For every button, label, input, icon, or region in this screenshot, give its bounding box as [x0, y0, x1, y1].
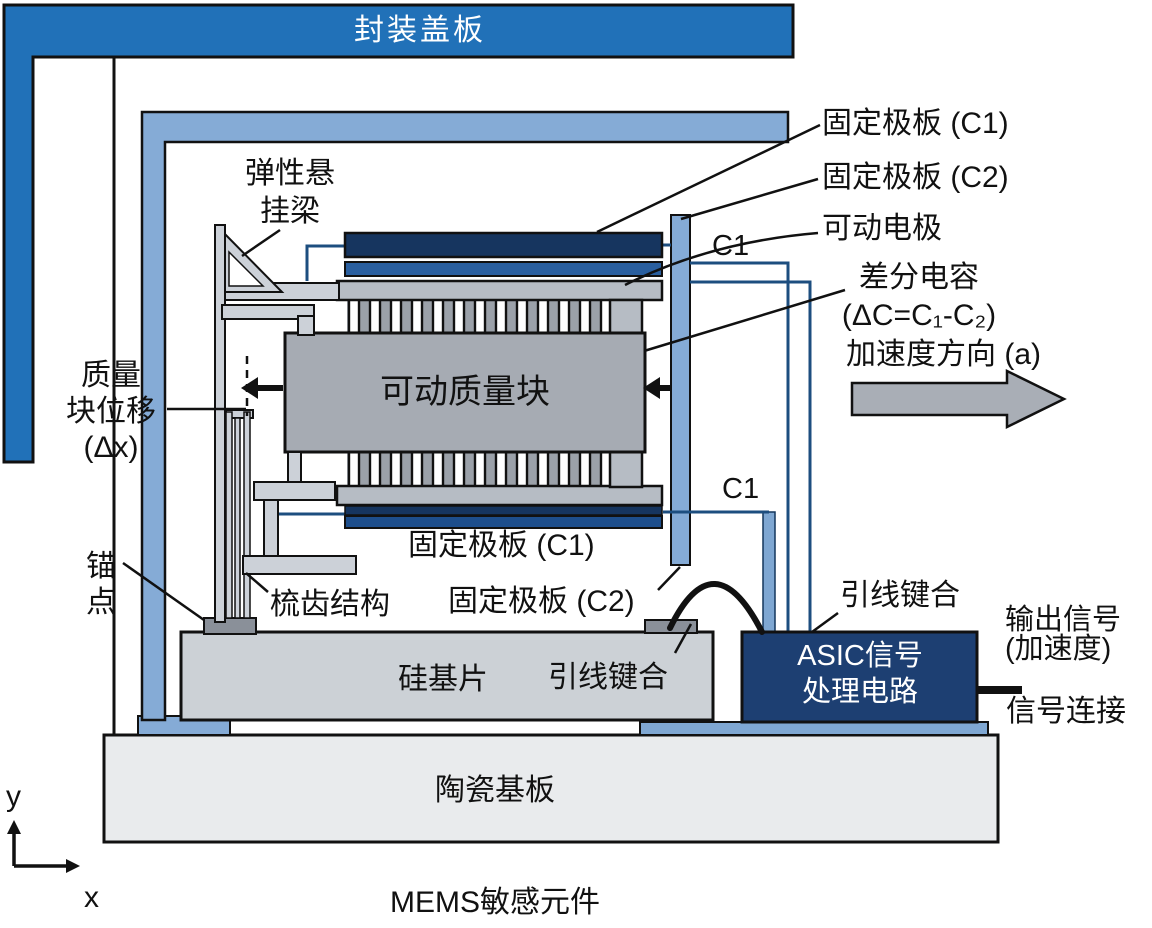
mass-link-beam-4: [242, 555, 357, 575]
movable-electrode-label: 可动电极: [822, 212, 942, 245]
package-cover-plate: [2, 3, 795, 464]
proof-mass-label: 可动质量块: [380, 373, 550, 411]
fixed-plate-c1-bottom-label: 固定极板 (C1): [408, 529, 595, 562]
asic-attach-strip: [639, 721, 989, 736]
silicon-substrate-label: 硅基片: [398, 663, 488, 696]
leader-wirebond-right: [811, 611, 839, 634]
differential-cap-label: 差分电容 (ΔC=C₁-C₂): [841, 261, 997, 332]
fixed-plate-c2-top-label: 固定极板 (C2): [822, 161, 1009, 194]
silicon-substrate: [179, 630, 715, 722]
mass-link-beam-2: [253, 481, 336, 501]
wirebond-left-label: 引线键合: [548, 661, 668, 694]
fixed-plate-c2-bottom: [344, 505, 663, 516]
leader-lines: [122, 123, 846, 654]
x-axis-label: x: [84, 881, 99, 914]
spring-flag-notch: [228, 250, 265, 287]
mass-link-beam-3: [263, 499, 279, 559]
ceramic-substrate-label: 陶瓷基板: [435, 774, 555, 807]
fixed-plate-c1-top: [343, 231, 664, 259]
leader-spring: [241, 228, 281, 258]
movable-electrode-rail-top: [335, 279, 664, 302]
leader-wirebond-left: [673, 623, 693, 654]
ceramic-substrate: [102, 733, 1000, 844]
comb-fingers-bottom: [347, 452, 607, 487]
output-signal-label: 输出信号 (加速度): [1005, 604, 1122, 665]
mass-displacement-label: 质量 块位移 (Δx): [66, 359, 156, 464]
y-axis-label: y: [6, 780, 21, 813]
leader-diff-cap: [643, 288, 846, 353]
leader-movable-electrode: [624, 231, 819, 287]
rail-post-top: [608, 298, 644, 337]
x-axis-arrowhead: [66, 859, 80, 873]
leader-fixed-c2-bottom: [657, 566, 681, 591]
spring-label: 弹性悬 挂梁: [245, 157, 335, 228]
leader-comb: [245, 572, 269, 593]
coordinate-axes: [7, 820, 80, 873]
anchor-block: [203, 617, 257, 635]
spring-second-bar: [221, 304, 315, 320]
wire-c2-to-asic: [690, 280, 812, 632]
comb-fingers-top: [347, 299, 607, 334]
right-arrow-head: [643, 377, 660, 399]
movable-electrode-rail-bottom: [335, 484, 664, 507]
wire-top-left-loop: [305, 244, 345, 281]
comb-label: 梳齿结构: [270, 588, 390, 621]
bond-wire-arc: [667, 581, 765, 635]
displacement-arrows: [241, 356, 671, 416]
folded-spring-beam-3: [243, 411, 251, 619]
figure-caption: MEMS敏感元件: [390, 886, 600, 919]
fixed-plate-c1-bottom: [344, 515, 663, 529]
folded-spring-beam-2: [234, 417, 241, 619]
fixed-plate-c2-bottom-label: 固定极板 (C2): [448, 585, 635, 618]
folded-spring-beam-1: [225, 411, 233, 619]
signal-connection-label: 信号连接: [1006, 695, 1126, 728]
leader-fixed-c1-top: [596, 123, 821, 234]
asic-chip: [740, 630, 979, 724]
proof-mass: [283, 331, 647, 454]
wirebond-right-label: 引线键合: [840, 579, 960, 612]
sense-wires: [279, 243, 812, 632]
cap-c1-upper-label: C1: [712, 230, 750, 262]
inner-frame: [140, 110, 790, 722]
leader-fixed-c2-top: [680, 177, 819, 221]
rail-post-bottom: [608, 448, 644, 489]
spring-main-beam: [214, 224, 226, 623]
acceleration-arrow: [850, 368, 1067, 430]
acceleration-direction-label: 加速度方向 (a): [846, 338, 1041, 371]
mass-link-beam-1: [287, 451, 302, 487]
package-cover-label: 封装盖板: [354, 14, 486, 47]
wire-c1-to-asic: [690, 261, 790, 632]
fixed-plate-c1-top-label: 固定极板 (C1): [822, 107, 1009, 140]
cap-c1-lower-label: C1: [722, 473, 760, 505]
leader-anchor: [122, 561, 205, 622]
anchor-label: 锚 点: [86, 550, 116, 619]
asic-label: ASIC信号 处理电路: [797, 640, 923, 708]
y-axis-arrowhead: [7, 820, 21, 834]
spring-connector: [297, 315, 315, 336]
fixed-plate-c2-top: [344, 261, 663, 277]
bottom-plate-wire-bar: [762, 511, 776, 633]
left-arrow-head: [241, 377, 258, 399]
